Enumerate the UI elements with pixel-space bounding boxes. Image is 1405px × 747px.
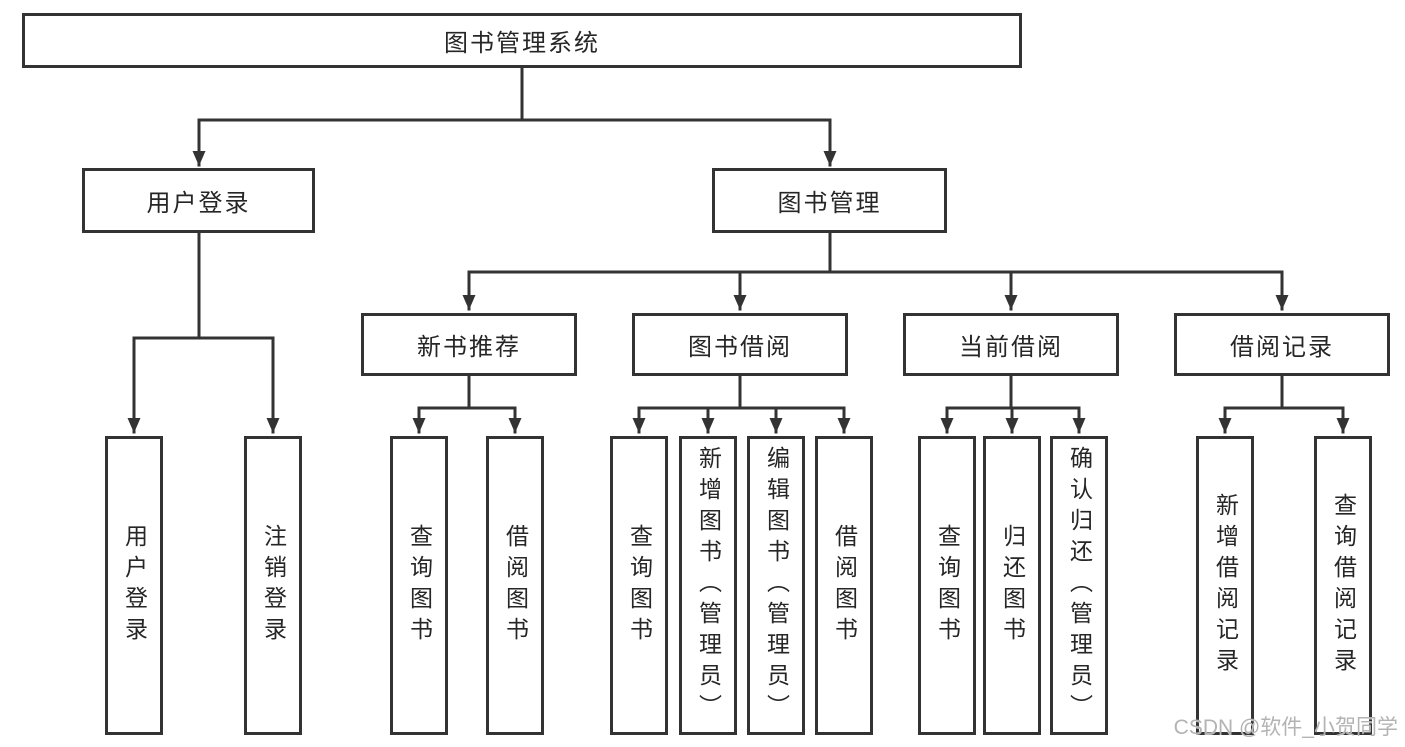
node-book-management: 图书管理 — [712, 168, 947, 233]
node-label: 确认归还（管理员） — [1066, 446, 1093, 725]
node-current-borrowing: 当前借阅 — [903, 313, 1119, 376]
node-br-add-record: 新增借阅记录 — [1196, 436, 1254, 735]
branch-root — [192, 66, 837, 167]
node-book-borrowing: 图书借阅 — [632, 313, 848, 376]
node-cb-confirm-return-admin: 确认归还（管理员） — [1050, 436, 1108, 735]
node-label: 当前借阅 — [959, 334, 1063, 361]
branch-user-login — [127, 231, 280, 434]
node-label: 归还图书 — [999, 523, 1026, 648]
node-label: 编辑图书（管理员） — [763, 446, 790, 725]
node-label: 用户登录 — [121, 523, 148, 648]
node-nbr-query-books: 查询图书 — [390, 436, 448, 735]
node-label: 新增图书（管理员） — [695, 446, 722, 725]
node-label: 注销登录 — [260, 523, 287, 648]
node-cb-return-books: 归还图书 — [983, 436, 1041, 735]
node-label: 借阅图书 — [502, 523, 529, 648]
node-label: 图书管理 — [777, 190, 882, 217]
node-borrowing-records: 借阅记录 — [1174, 313, 1390, 376]
node-label: 图书管理系统 — [444, 30, 600, 57]
node-label: 借阅图书 — [831, 523, 858, 648]
branch-current-borrowing — [940, 374, 1086, 434]
branch-borrowing-records — [1218, 374, 1350, 434]
node-nbr-borrow-books: 借阅图书 — [486, 436, 544, 735]
node-ul-logout: 注销登录 — [244, 436, 302, 735]
node-label: 图书借阅 — [688, 334, 792, 361]
node-bb-add-book-admin: 新增图书（管理员） — [679, 436, 737, 735]
node-label: 查询借阅记录 — [1330, 492, 1357, 679]
node-cb-query-books: 查询图书 — [918, 436, 976, 735]
node-label: 用户登录 — [146, 190, 251, 217]
node-label: 新增借阅记录 — [1212, 492, 1239, 679]
csdn-watermark: CSDN @软件_小贺同学 — [1173, 716, 1398, 739]
node-ul-user-login: 用户登录 — [105, 436, 163, 735]
branch-book-borrowing — [632, 374, 851, 434]
node-bb-edit-book-admin: 编辑图书（管理员） — [747, 436, 805, 735]
node-label: 查询图书 — [934, 523, 961, 648]
node-label: 借阅记录 — [1230, 334, 1334, 361]
node-user-login: 用户登录 — [82, 168, 315, 233]
node-bb-query-books: 查询图书 — [610, 436, 668, 735]
branch-book-management — [462, 231, 1289, 311]
node-root: 图书管理系统 — [22, 13, 1022, 68]
node-label: 新书推荐 — [417, 334, 521, 361]
node-label: 查询图书 — [626, 523, 653, 648]
branch-new-book-recommend — [412, 374, 522, 434]
node-new-book-recommend: 新书推荐 — [361, 313, 577, 376]
node-label: 查询图书 — [406, 523, 433, 648]
node-br-query-record: 查询借阅记录 — [1314, 436, 1372, 735]
node-bb-borrow-books: 借阅图书 — [815, 436, 873, 735]
